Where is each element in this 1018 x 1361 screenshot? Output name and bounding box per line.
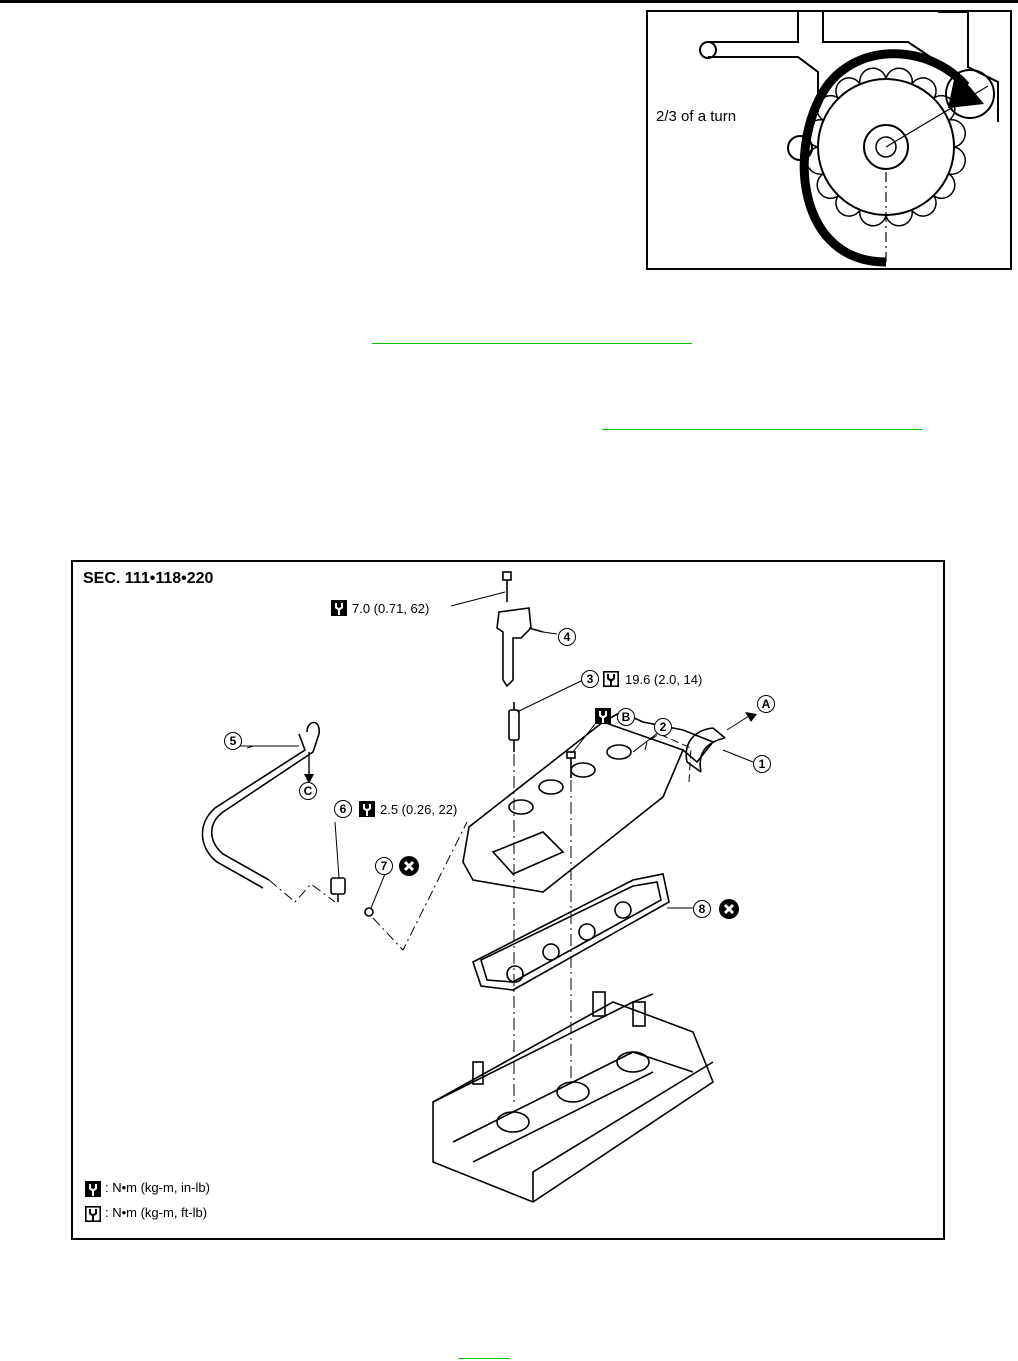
torque-wrench-icon xyxy=(331,600,347,616)
page-link[interactable] xyxy=(458,1358,510,1359)
torque-wrench-open-icon-legend xyxy=(85,1205,101,1222)
callout-3: 3 xyxy=(581,670,599,688)
section-title: SEC. 111•118•220 xyxy=(83,570,214,587)
callout-4: 4 xyxy=(558,628,576,646)
callout-8: 8 xyxy=(693,900,711,918)
callout-2: 2 xyxy=(654,718,672,736)
rotation-figure: 2/3 of a turn xyxy=(646,10,1012,270)
torque-wrench-icon-pcv xyxy=(359,801,375,817)
replace-part-icon xyxy=(399,856,419,876)
callout-1: 1 xyxy=(753,755,771,773)
callout-5: 5 xyxy=(224,732,242,750)
top-rule xyxy=(0,0,1018,3)
torque-wrench-icon-legend xyxy=(85,1180,101,1197)
rotation-drawing xyxy=(699,12,999,267)
callout-c: C xyxy=(299,782,317,800)
exploded-view-figure: SEC. 111•118•220 7.0 (0.71, 62) 4 3 19.6… xyxy=(71,560,945,1240)
callout-a: A xyxy=(757,695,775,713)
torque-spec-spark-plug: 19.6 (2.0, 14) xyxy=(625,672,703,687)
legend-in-lb: : N•m (kg-m, in-lb) xyxy=(85,1180,210,1197)
callout-7: 7 xyxy=(375,857,393,875)
reference-link-2[interactable] xyxy=(602,429,922,430)
legend-in-lb-text: : N•m (kg-m, in-lb) xyxy=(105,1180,210,1195)
callout-b: B xyxy=(617,708,635,726)
replace-part-icon-gasket xyxy=(719,899,739,919)
torque-wrench-icon-b xyxy=(595,708,611,724)
rotation-label: 2/3 of a turn xyxy=(656,108,737,125)
legend-ft-lb-text: : N•m (kg-m, ft-lb) xyxy=(105,1205,208,1220)
torque-wrench-open-icon xyxy=(603,671,619,687)
legend-ft-lb: : N•m (kg-m, ft-lb) xyxy=(85,1205,207,1222)
exploded-drawing xyxy=(201,571,757,1203)
callout-6: 6 xyxy=(334,800,352,818)
torque-spec-pcv-valve: 2.5 (0.26, 22) xyxy=(380,802,458,817)
reference-link-1[interactable] xyxy=(372,343,692,344)
torque-spec-bolt: 7.0 (0.71, 62) xyxy=(352,601,430,616)
